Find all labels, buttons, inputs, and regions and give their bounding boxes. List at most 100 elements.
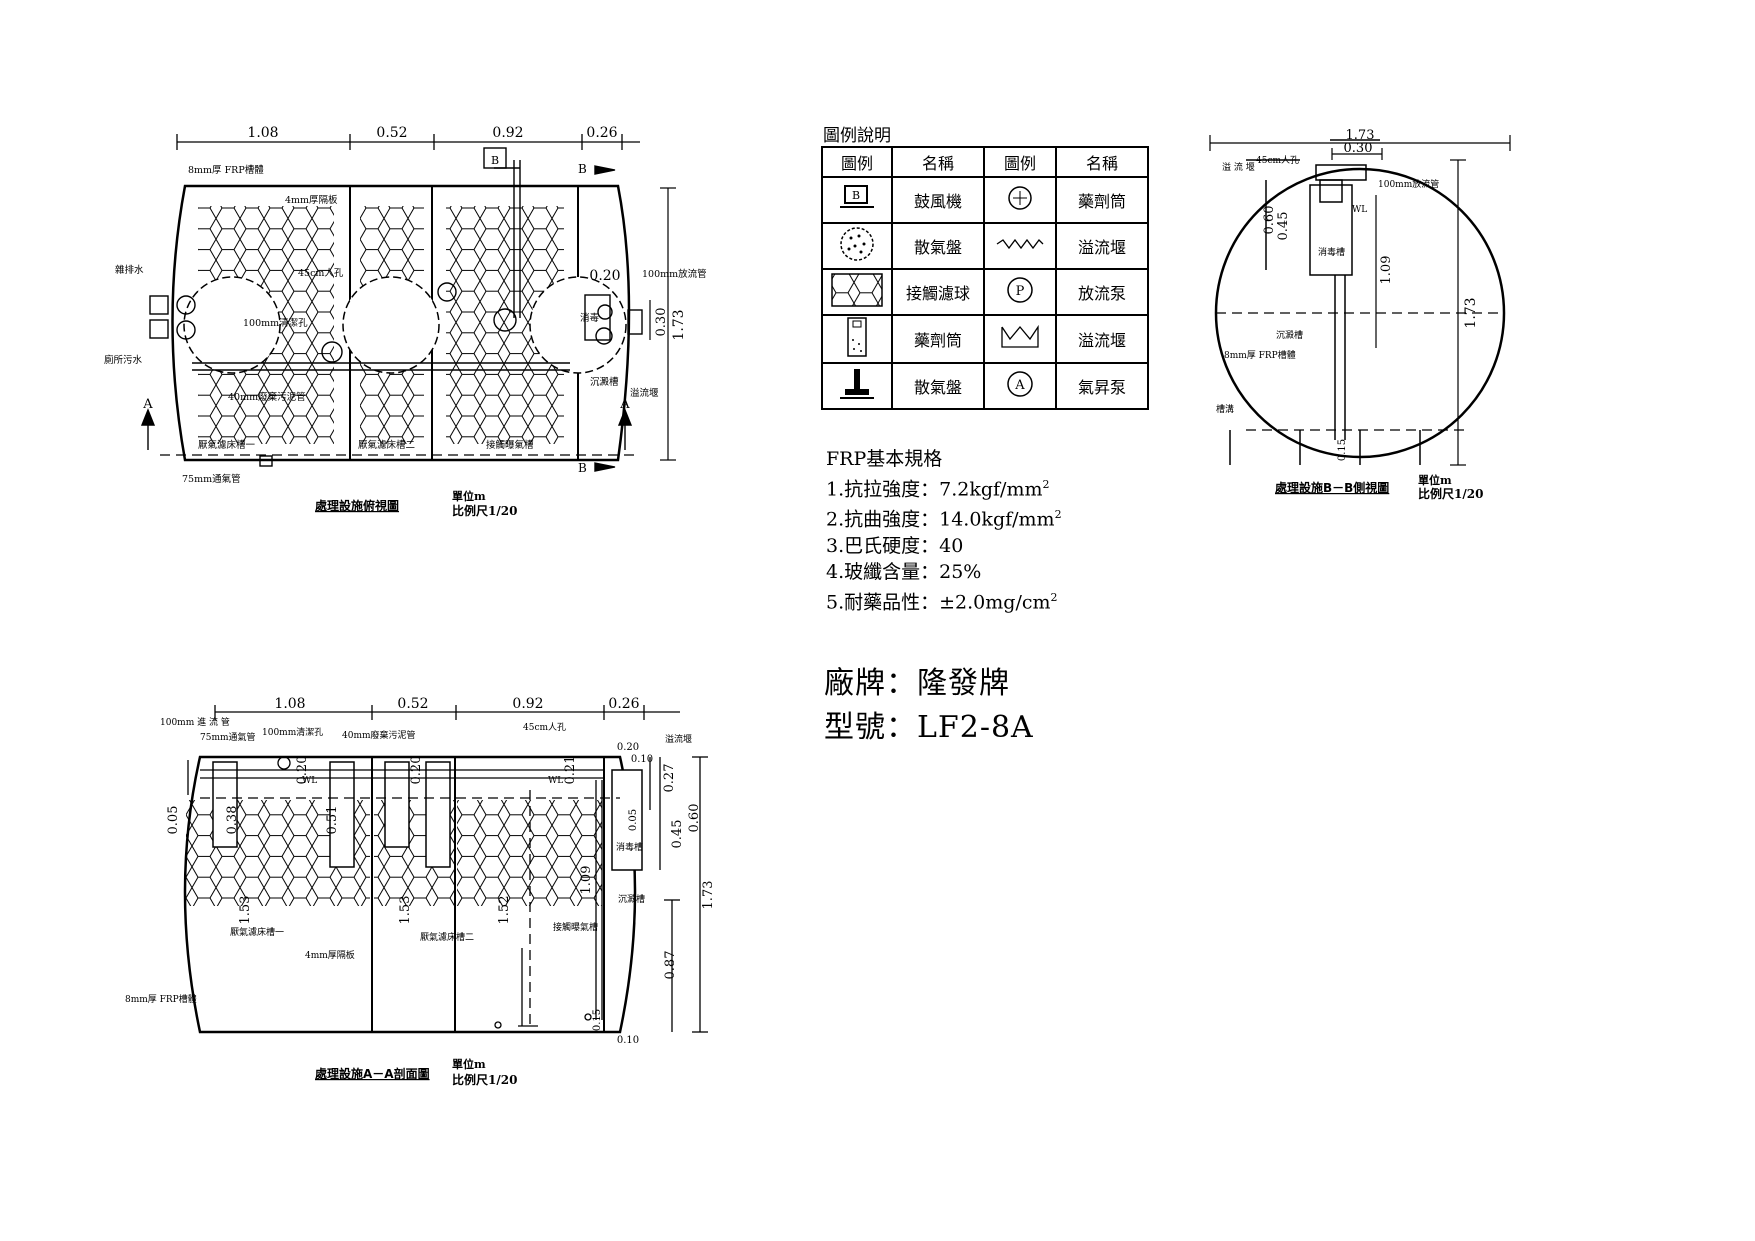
aa-dim-020c: 0.20	[617, 742, 639, 753]
air-lift-pump-icon: A	[983, 362, 1057, 410]
aa-dim-087: 0.87	[663, 951, 678, 980]
brand-block: 廠牌：隆發牌 型號：LF2-8A	[824, 662, 1034, 750]
aa-unit: 單位m	[452, 1057, 486, 1071]
aa-dim-1: 1.08	[274, 696, 305, 712]
aa-label-vent: 75mm通氣管	[200, 731, 256, 743]
legend-header-name-2: 名稱	[1055, 146, 1149, 178]
brand-maker: 廠牌：隆發牌	[824, 666, 1010, 701]
plan-view-drawing: 1.08 0.52 0.92 0.26 B 1.73 0.3	[104, 125, 707, 518]
aa-label-tank2: 厭氣濾床槽二	[420, 931, 474, 943]
bb-dim-top: 0.30	[1344, 141, 1373, 156]
plan-label-misc-water: 雜排水	[115, 264, 144, 276]
brand-model: 型號：LF2-8A	[824, 710, 1034, 745]
aa-dim-2: 0.52	[397, 696, 428, 712]
aa-label-disinfect: 消毒槽	[616, 841, 643, 853]
legend-name: 散氣盤	[891, 362, 985, 410]
aa-label-wall: 8mm厚 FRP槽體	[125, 993, 197, 1005]
aa-dim-020b: 0.20	[409, 756, 424, 785]
plan-section-b-bottom: B	[578, 461, 587, 475]
aa-dim-015: 0.15	[592, 1009, 603, 1031]
legend-name: 鼓風機	[891, 176, 985, 224]
aa-label-sludge: 40mm廢棄污泥管	[342, 729, 416, 741]
spec-item: 1.抗拉強度：7.2kgf/mm2	[826, 478, 1050, 501]
aa-dim-060: 0.60	[687, 804, 702, 833]
aa-dim-109: 1.09	[579, 866, 594, 895]
aa-dim-005r: 0.05	[628, 809, 639, 831]
legend-header-icon-2: 圖例	[983, 146, 1057, 178]
bb-label-manhole: 45cm人孔	[1256, 155, 1299, 166]
plan-label-tank1: 厭氣濾床槽一	[198, 439, 256, 451]
plan-label-toilet-water: 廁所污水	[104, 354, 143, 366]
plan-scale: 比例尺1/20	[452, 503, 517, 518]
spec-item: 4.玻纖含量：25%	[826, 560, 982, 583]
spec-title: FRP基本規格	[826, 448, 943, 470]
aa-label-cleanout: 100mm清潔孔	[262, 726, 323, 738]
diffuser-disc-icon	[821, 222, 893, 270]
aa-dim-027: 0.27	[662, 764, 677, 793]
plan-dim-4: 0.26	[586, 125, 617, 141]
legend-name: 溢流堰	[1055, 222, 1149, 270]
bb-label-wall: 8mm厚 FRP槽體	[1224, 349, 1296, 361]
plan-dim-1: 1.08	[247, 125, 278, 141]
aa-dim-020a: 0.20	[295, 756, 310, 785]
aa-label-tank3: 接觸曝氣槽	[553, 921, 598, 933]
spec-item: 2.抗曲強度：14.0kgf/mm2	[826, 508, 1062, 531]
legend-header-name-1: 名稱	[891, 146, 985, 178]
plan-label-disinfect: 消毒	[580, 312, 600, 324]
aa-caption: 處理設施A－A剖面圖	[315, 1066, 430, 1081]
plan-dim-020: 0.20	[589, 268, 620, 284]
aa-dim-045: 0.45	[670, 820, 685, 849]
frp-spec: FRP基本規格 1.抗拉強度：7.2kgf/mm2 2.抗曲強度：14.0kgf…	[826, 446, 1062, 615]
aa-dim-010top: 0.10	[631, 754, 653, 765]
plan-dim-2: 0.52	[376, 125, 407, 141]
aa-label-wl-2: WL	[548, 776, 563, 786]
bb-label-overflow: 溢 流 堰	[1222, 161, 1255, 173]
aa-scale: 比例尺1/20	[452, 1072, 517, 1087]
aa-label-tank1: 厭氣濾床槽一	[230, 926, 284, 938]
plan-label-overflow: 溢流堰	[630, 387, 659, 399]
plan-label-tank3: 接觸曝氣槽	[486, 439, 534, 451]
legend-name: 接觸濾球	[891, 268, 985, 316]
svg-text:A: A	[1014, 378, 1025, 393]
legend-header-icon-1: 圖例	[821, 146, 893, 178]
bb-label-disinfect: 消毒槽	[1318, 246, 1345, 258]
diffuser-pipe-icon	[821, 362, 893, 410]
aa-dim-153a: 1.53	[238, 896, 253, 925]
chemical-tank-icon	[821, 314, 893, 364]
legend-name: 放流泵	[1055, 268, 1149, 316]
bb-dim-173: 1.73	[1463, 297, 1479, 328]
bb-side-view-drawing: 1.73 0.30 0.60 0.45 1.09 1.73 0.15 溢 流 堰…	[1209, 128, 1511, 501]
bb-dim-015: 0.15	[1337, 439, 1348, 461]
legend-table: 圖例 名稱 圖例 名稱 B 鼓風機 藥劑筒 散氣盤 溢流堰 接觸濾球 P 放流泵	[821, 146, 1149, 410]
plan-section-a-left: A	[142, 397, 153, 412]
plan-tank-outline	[171, 184, 631, 462]
discharge-pump-icon: P	[983, 268, 1057, 316]
plan-unit: 單位m	[452, 489, 486, 503]
plan-label-sediment: 沉澱槽	[590, 376, 619, 388]
aa-label-overflow: 溢流堰	[665, 733, 692, 745]
aa-label-sediment: 沉澱槽	[618, 893, 645, 905]
plan-label-manhole: 45cm人孔	[298, 268, 344, 279]
plan-label-wall: 8mm厚 FRP槽體	[188, 164, 264, 176]
bb-caption: 處理設施B－B側視圖	[1275, 480, 1389, 495]
aa-dim-152: 1.52	[497, 896, 512, 925]
plan-label-partition: 4mm厚隔板	[285, 194, 338, 206]
spec-item: 3.巴氏硬度：40	[826, 534, 964, 557]
aa-label-inflow: 100mm 進 流 管	[160, 716, 230, 728]
legend-title: 圖例說明	[823, 126, 891, 146]
plan-dim-height: 1.73	[671, 309, 687, 340]
plan-dim-3: 0.92	[492, 125, 523, 141]
aa-section-drawing: 1.08 0.52 0.92 0.26 0.20 0.20 0.21 0.20 …	[125, 696, 716, 1087]
aa-dim-4: 0.26	[608, 696, 639, 712]
legend-name: 溢流堰	[1055, 314, 1149, 364]
aa-dim-010bot: 0.10	[617, 1035, 639, 1046]
aa-dim-153b: 1.53	[398, 896, 413, 925]
aa-label-manhole: 45cm人孔	[523, 722, 566, 733]
aa-dim-173: 1.73	[701, 881, 716, 910]
plan-label-sludge: 40mm廢棄污泥管	[228, 391, 306, 403]
legend-name: 氣昇泵	[1055, 362, 1149, 410]
aa-dim-005l: 0.05	[166, 806, 181, 835]
spec-item: 5.耐藥品性：±2.0mg/cm2	[826, 590, 1058, 613]
bb-label-wl: WL	[1352, 205, 1367, 215]
plan-label-tank2: 厭氣濾床槽二	[358, 439, 415, 451]
